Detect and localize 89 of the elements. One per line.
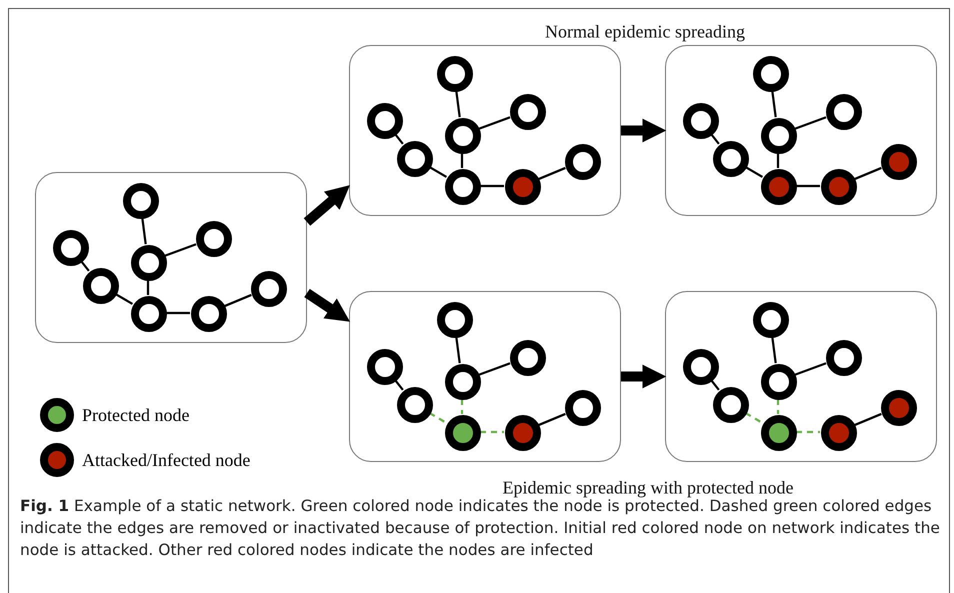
network-link bbox=[394, 133, 404, 145]
network-link bbox=[394, 379, 404, 391]
network-link bbox=[80, 260, 90, 272]
network-node bbox=[505, 169, 541, 205]
network-link bbox=[166, 312, 190, 314]
network-link bbox=[460, 153, 464, 168]
network-node bbox=[753, 302, 789, 338]
network-node bbox=[437, 302, 473, 338]
network-link bbox=[745, 166, 763, 178]
network-link bbox=[164, 243, 196, 257]
network-link bbox=[538, 412, 566, 426]
network-node bbox=[131, 296, 167, 332]
network-link bbox=[429, 166, 447, 178]
legend-text: Protected node bbox=[82, 404, 190, 426]
removed-link bbox=[480, 430, 504, 434]
network-node bbox=[826, 340, 862, 376]
block-arrow bbox=[304, 185, 350, 226]
network-node bbox=[367, 103, 403, 139]
network-node bbox=[683, 103, 719, 139]
network-panel bbox=[349, 291, 621, 462]
network-link bbox=[478, 116, 510, 130]
network-node bbox=[397, 141, 433, 177]
network-node bbox=[53, 230, 89, 266]
network-node bbox=[367, 349, 403, 385]
network-link bbox=[771, 336, 777, 364]
network-node bbox=[445, 415, 481, 451]
network-node bbox=[713, 141, 749, 177]
network-node bbox=[881, 144, 917, 180]
network-node bbox=[753, 56, 789, 92]
network-node bbox=[510, 340, 546, 376]
network-link bbox=[710, 379, 720, 391]
network-node bbox=[445, 118, 481, 154]
network-node bbox=[83, 268, 119, 304]
network-link bbox=[538, 166, 566, 180]
network-node bbox=[761, 118, 797, 154]
network-panel bbox=[665, 45, 937, 216]
legend-text: Attacked/Infected node bbox=[82, 450, 250, 470]
network-node bbox=[683, 349, 719, 385]
network-node bbox=[131, 245, 167, 281]
removed-link bbox=[776, 399, 780, 414]
removed-link bbox=[796, 430, 820, 434]
block-arrow bbox=[621, 364, 666, 388]
network-node bbox=[881, 390, 917, 426]
network-node bbox=[713, 387, 749, 423]
network-node bbox=[761, 364, 797, 400]
network-node bbox=[510, 94, 546, 130]
network-node bbox=[123, 183, 159, 219]
network-link bbox=[796, 184, 820, 188]
network-node bbox=[565, 144, 601, 180]
network-link bbox=[794, 116, 826, 130]
network-node bbox=[445, 364, 481, 400]
network-link bbox=[854, 166, 882, 180]
removed-link bbox=[460, 399, 464, 414]
network-node bbox=[191, 296, 227, 332]
network-link bbox=[115, 293, 133, 305]
network-node bbox=[761, 169, 797, 205]
block-arrow bbox=[304, 288, 350, 322]
network-panel bbox=[35, 172, 307, 343]
network-node bbox=[821, 169, 857, 205]
network-link bbox=[455, 90, 461, 118]
network-link bbox=[224, 294, 252, 308]
network-link bbox=[854, 412, 882, 426]
network-node bbox=[565, 390, 601, 426]
network-link bbox=[141, 218, 147, 244]
removed-link bbox=[745, 412, 763, 424]
network-link bbox=[794, 362, 826, 376]
block-arrow bbox=[621, 118, 666, 142]
network-link bbox=[771, 90, 777, 118]
network-node bbox=[826, 94, 862, 130]
network-node bbox=[397, 387, 433, 423]
network-node bbox=[251, 271, 287, 307]
network-node bbox=[821, 415, 857, 451]
network-node bbox=[437, 56, 473, 92]
network-panel bbox=[349, 45, 621, 216]
network-link bbox=[710, 133, 720, 145]
panel-heading: Normal epidemic spreading bbox=[545, 22, 745, 42]
network-panel bbox=[665, 291, 937, 462]
panel-heading: Epidemic spreading with protected node bbox=[502, 478, 794, 498]
network-node bbox=[445, 169, 481, 205]
network-link bbox=[776, 153, 780, 168]
removed-link bbox=[429, 412, 447, 424]
network-node bbox=[761, 415, 797, 451]
network-node bbox=[196, 221, 232, 257]
network-link bbox=[480, 184, 504, 188]
network-node bbox=[505, 415, 541, 451]
network-link bbox=[455, 336, 461, 364]
network-link bbox=[478, 362, 510, 376]
network-link bbox=[146, 280, 150, 295]
figure-caption: Fig. 1 Example of a static network. Green colored node indicates the node is protected. Dashed green colored edges indicate the edges are removed or inactivated because of protection. Initial red colored node on network indicates the node is attacked. Other red colored nodes indicate the nodes are infected bbox=[20, 497, 941, 561]
